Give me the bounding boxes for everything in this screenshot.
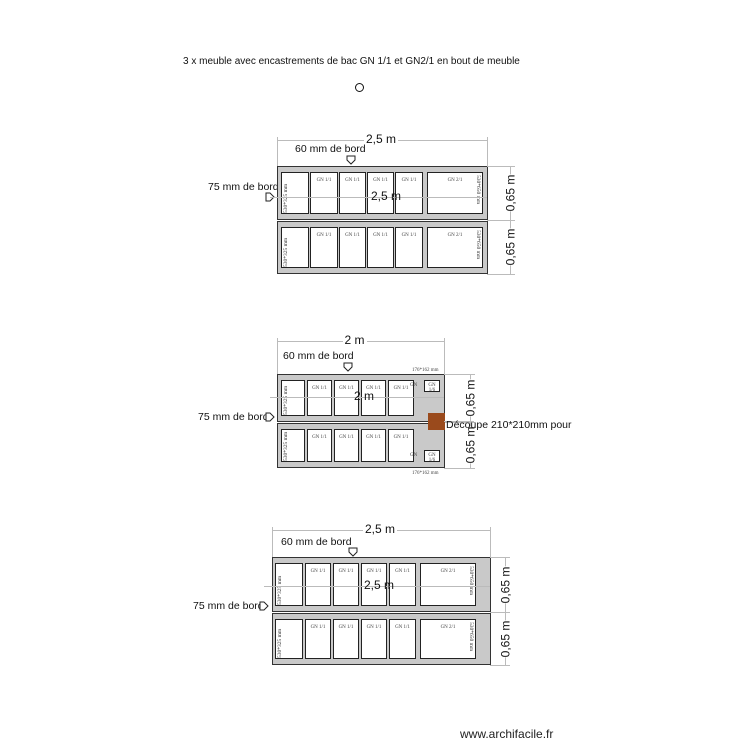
inner-dimension-label: 2,5 m — [364, 578, 395, 592]
side-edge-label: 75 mm de bord — [198, 411, 269, 423]
small-slot-size-label: 176*162 mm — [412, 368, 439, 373]
dimension-tick — [277, 338, 278, 374]
width-dimension-label: 2 m — [342, 333, 367, 347]
slot-size-label: 530*325 mm — [283, 237, 289, 267]
depth-dimension-label: 0,65 m — [463, 379, 478, 417]
gn-container-slot[interactable]: 530*325 mm — [275, 619, 303, 659]
gn-container-slot[interactable]: GN 1/1 — [334, 429, 359, 462]
inner-dimension-label: 2,5 m — [371, 189, 402, 203]
dimension-tick — [444, 338, 445, 374]
gn-2-1-slot[interactable]: GN 2/1 — [420, 563, 476, 606]
slot-size-label: 530*325 mm — [283, 183, 289, 213]
side-edge-label: 75 mm de bord — [193, 600, 264, 612]
depth-dimension-label: 0,65 m — [503, 174, 518, 212]
dimension-tick — [444, 422, 475, 423]
edge-marker-icon — [265, 412, 275, 422]
gn-2-1-slot[interactable]: GN 2/1 — [427, 172, 483, 214]
gn-container-slot[interactable]: GN 1/1 — [333, 563, 359, 606]
depth-dimension-label: 0,65 m — [498, 620, 513, 657]
width-dimension-label: 2,5 m — [363, 522, 398, 536]
gn-container-slot[interactable]: GN 1/1 — [361, 563, 387, 606]
origin-marker-icon — [355, 83, 364, 92]
gn-container-slot[interactable]: GN 1/1 — [307, 429, 332, 462]
top-edge-label: 60 mm de bord — [283, 350, 354, 362]
gn-container-slot[interactable]: GN 1/1 — [389, 563, 416, 606]
gn-container-slot[interactable]: GN 1/1 — [339, 227, 366, 268]
dimension-tick — [487, 274, 515, 275]
gn-container-slot[interactable]: GN 1/1 — [310, 227, 338, 268]
edge-marker-icon — [343, 362, 353, 372]
gn-container-slot[interactable]: GN 1/1 — [334, 380, 359, 416]
dimension-tick — [490, 557, 510, 558]
watermark: www.archifacile.fr — [460, 727, 554, 741]
slot-size-label: 530*650 mm — [475, 230, 481, 260]
gn-2-1-slot[interactable]: GN 2/1 — [427, 227, 483, 268]
dimension-tick — [487, 220, 515, 221]
gn-container-slot[interactable]: GN 1/1 — [395, 227, 423, 268]
cutout-marker — [428, 413, 445, 430]
depth-dimension-label: 0,65 m — [463, 426, 478, 464]
slot-size-label: 530*650 mm — [475, 175, 481, 205]
gn-container-slot[interactable]: GN 1/1 — [305, 619, 331, 659]
gn-container-slot[interactable]: GN 1/1 — [389, 619, 416, 659]
depth-dimension-label: 0,65 m — [498, 566, 513, 603]
dimension-tick — [444, 468, 475, 469]
gn-container-slot[interactable]: 530*325 mm — [281, 172, 309, 214]
edge-marker-icon — [346, 155, 356, 165]
side-edge-label: 75 mm de bord — [208, 181, 279, 193]
gn-container-slot[interactable]: GN 1/1 — [361, 619, 387, 659]
top-edge-label: 60 mm de bord — [295, 143, 366, 155]
dimension-tick — [487, 166, 515, 167]
gn-container-slot[interactable]: GN 1/1 — [305, 563, 331, 606]
gn-container-slot[interactable]: GN 1/1 — [361, 429, 386, 462]
small-slot-prefix: GN — [410, 453, 418, 458]
gn-2-1-slot[interactable]: GN 2/1 — [420, 619, 476, 659]
gn-container-slot[interactable]: 530*325 mm — [281, 380, 305, 416]
inner-dimension-line — [264, 586, 490, 587]
cutout-label: Découpe 210*210mm pour u — [446, 419, 575, 431]
cutout-line — [444, 421, 474, 422]
dimension-tick — [277, 137, 278, 166]
dimension-tick — [444, 374, 475, 375]
small-slot-size-label: 176*162 mm — [412, 471, 439, 476]
slot-size-label: 530*325 mm — [283, 385, 289, 415]
inner-dimension-line — [270, 397, 444, 398]
dimension-tick — [272, 527, 273, 557]
gn-container-slot[interactable]: GN 1/1 — [388, 380, 414, 416]
gn-container-slot[interactable]: 530*325 mm — [281, 227, 309, 268]
gn-container-slot[interactable]: GN 1/1 — [367, 227, 394, 268]
plan-title: 3 x meuble avec encastrements de bac GN … — [183, 56, 520, 67]
dimension-tick — [487, 137, 488, 166]
slot-size-label: 530*650 mm — [468, 622, 474, 652]
inner-dimension-line — [270, 197, 487, 198]
width-dimension-label: 2,5 m — [364, 132, 399, 146]
depth-dimension-line — [505, 557, 506, 665]
edge-marker-icon — [348, 547, 358, 557]
gn-container-slot[interactable]: GN 1/1 — [310, 172, 338, 214]
depth-dimension-label: 0,65 m — [503, 228, 518, 266]
dimension-tick — [490, 527, 491, 557]
slot-size-label: 530*325 mm — [277, 575, 283, 605]
gn-container-slot[interactable]: 530*325 mm — [281, 429, 305, 462]
top-edge-label: 60 mm de bord — [281, 536, 352, 548]
slot-size-label: 530*325 mm — [277, 628, 283, 658]
gn-container-slot[interactable]: GN 1/1 — [395, 172, 423, 214]
gn-container-slot[interactable]: GN 1/1 — [361, 380, 386, 416]
inner-dimension-label: 2 m — [354, 389, 375, 403]
gn-container-slot[interactable]: 530*325 mm — [275, 563, 303, 606]
dimension-tick — [490, 612, 510, 613]
edge-marker-icon — [259, 601, 269, 611]
gn-container-slot[interactable]: GN 1/1 — [307, 380, 332, 416]
slot-size-label: 530*650 mm — [468, 566, 474, 596]
dimension-tick — [490, 665, 510, 666]
gn-container-slot[interactable]: GN 1/1 — [339, 172, 366, 214]
gn-container-slot[interactable]: GN 1/1 — [333, 619, 359, 659]
slot-size-label: 530*325 mm — [283, 431, 289, 461]
gn-container-slot[interactable]: GN 1/1 — [388, 429, 414, 462]
gn-container-slot[interactable]: GN 1/1 — [367, 172, 394, 214]
gn-1-6-slot[interactable]: GN 1/6 — [424, 380, 440, 392]
small-slot-prefix: GN — [410, 383, 418, 388]
gn-1-6-slot[interactable]: GN 1/6 — [424, 450, 440, 462]
